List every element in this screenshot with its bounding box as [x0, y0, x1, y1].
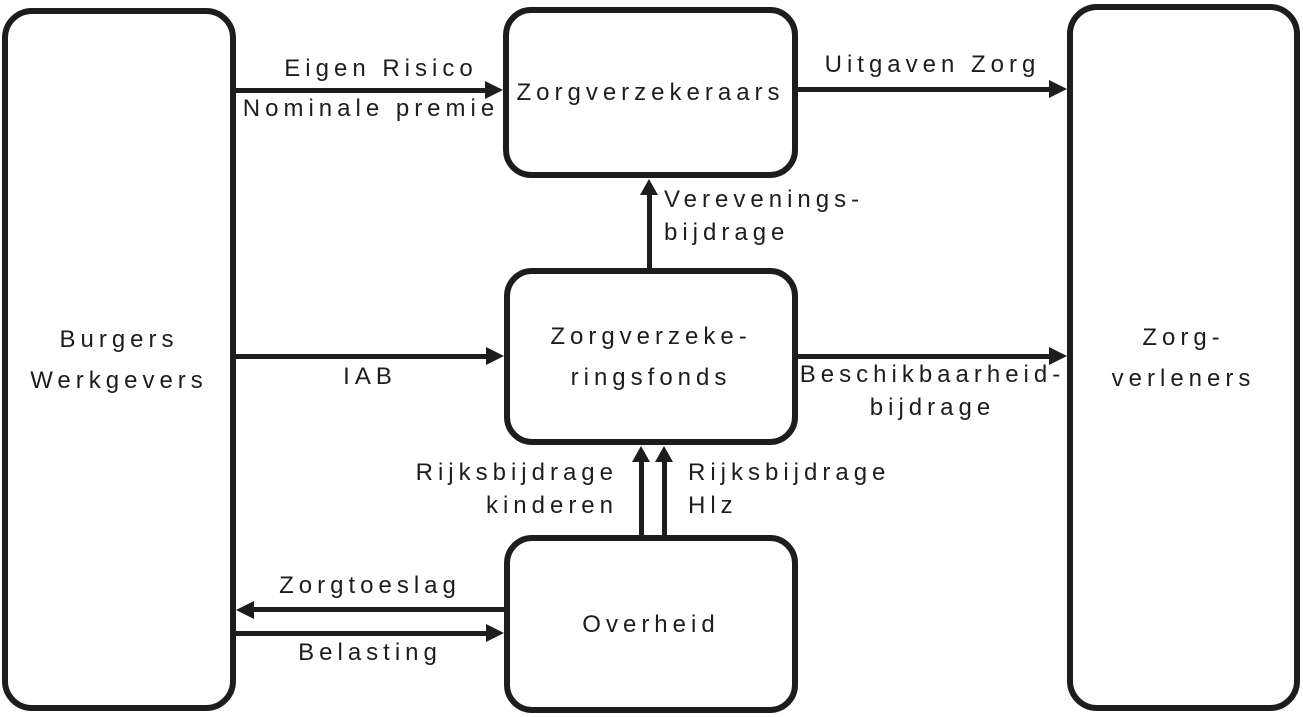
- arrow-rijksbijdrage-hlz-head-icon: [655, 446, 673, 462]
- box-zorgverzekeraars: Zorgverzekeraars: [503, 7, 798, 178]
- label-eigen-risico: Eigen Risico: [256, 52, 506, 85]
- arrow-belasting-shaft: [236, 631, 487, 636]
- box-burgers-werkgevers: Burgers Werkgevers: [2, 8, 236, 711]
- flow-label-line: Eigen Risico: [284, 55, 478, 82]
- arrow-zorgtoeslag-head-icon: [236, 601, 254, 619]
- flow-label-line: bijdrage: [869, 394, 996, 421]
- arrow-rijksbijdrage-kinderen-shaft: [639, 461, 644, 535]
- arrow-beschikbaarheidbijdrage-shaft: [798, 354, 1050, 359]
- flow-label-line: Rijksbijdrage: [688, 459, 891, 486]
- label-beschikbaarheidbijdrage: Beschikbaarheid- bijdrage: [790, 358, 1075, 424]
- arrow-iab-head-icon: [486, 347, 504, 365]
- arrow-rijksbijdrage-hlz-shaft: [662, 461, 667, 535]
- flow-label-line: Belasting: [298, 639, 442, 666]
- box-overheid-label: Overheid: [582, 604, 719, 645]
- arrow-zorgtoeslag-shaft: [253, 607, 504, 612]
- flow-label-line: Rijksbijdrage: [415, 459, 618, 486]
- box-label-line: Zorgverzekeraars: [516, 79, 785, 106]
- arrow-uitgaven-zorg-head-icon: [1049, 80, 1067, 98]
- box-zorgverleners: Zorg- verleners: [1067, 4, 1300, 711]
- flow-label-line: IAB: [343, 363, 397, 390]
- label-vereveningsbijdrage: Verevenings- bijdrage: [664, 183, 864, 249]
- arrow-uitgaven-zorg-shaft: [798, 87, 1050, 92]
- box-zorgverzekeraars-label: Zorgverzekeraars: [516, 72, 784, 113]
- arrow-eigen-risico-shaft: [236, 88, 486, 93]
- arrow-vereveningsbijdrage-head-icon: [640, 179, 658, 195]
- label-zorgtoeslag: Zorgtoeslag: [236, 569, 504, 602]
- box-label-line: Burgers: [59, 325, 179, 353]
- arrow-eigen-risico-head-icon: [485, 81, 503, 99]
- box-label-line: ringsfonds: [570, 363, 732, 391]
- label-iab: IAB: [236, 360, 504, 393]
- box-label-line: Zorg-: [1142, 323, 1225, 351]
- label-uitgaven-zorg: Uitgaven Zorg: [798, 48, 1067, 81]
- flow-label-line: Beschikbaarheid-: [799, 361, 1066, 388]
- box-label-line: Overheid: [582, 610, 720, 638]
- flow-label-line: Hlz: [688, 492, 738, 519]
- label-belasting: Belasting: [236, 636, 504, 669]
- box-zorgverzekeringsfonds-label: Zorgverzeke- ringsfonds: [550, 316, 751, 398]
- arrow-vereveningsbijdrage-shaft: [647, 194, 652, 268]
- box-label-line: Werkgevers: [30, 366, 208, 394]
- flow-label-line: Zorgtoeslag: [279, 572, 461, 599]
- arrow-iab-shaft: [236, 354, 487, 359]
- box-label-line: verleners: [1111, 364, 1256, 392]
- box-zorgverzekeringsfonds: Zorgverzeke- ringsfonds: [504, 268, 798, 445]
- box-label-line: Zorgverzeke-: [550, 322, 752, 350]
- flow-label-line: bijdrage: [664, 219, 790, 246]
- flow-label-line: kinderen: [485, 492, 618, 519]
- box-burgers-werkgevers-label: Burgers Werkgevers: [30, 319, 208, 401]
- arrow-belasting-head-icon: [486, 624, 504, 642]
- label-rijksbijdrage-kinderen: Rijksbijdrage kinderen: [398, 456, 618, 522]
- box-zorgverleners-label: Zorg- verleners: [1112, 317, 1256, 399]
- box-overheid: Overheid: [504, 535, 798, 713]
- flow-label-line: Uitgaven Zorg: [824, 51, 1041, 78]
- label-rijksbijdrage-hlz: Rijksbijdrage Hlz: [688, 456, 908, 522]
- flow-label-line: Nominale premie: [242, 95, 500, 122]
- arrow-rijksbijdrage-kinderen-head-icon: [632, 446, 650, 462]
- flow-label-line: Verevenings-: [664, 186, 865, 213]
- label-nominale-premie: Nominale premie: [226, 92, 516, 125]
- arrow-beschikbaarheidbijdrage-head-icon: [1049, 347, 1067, 365]
